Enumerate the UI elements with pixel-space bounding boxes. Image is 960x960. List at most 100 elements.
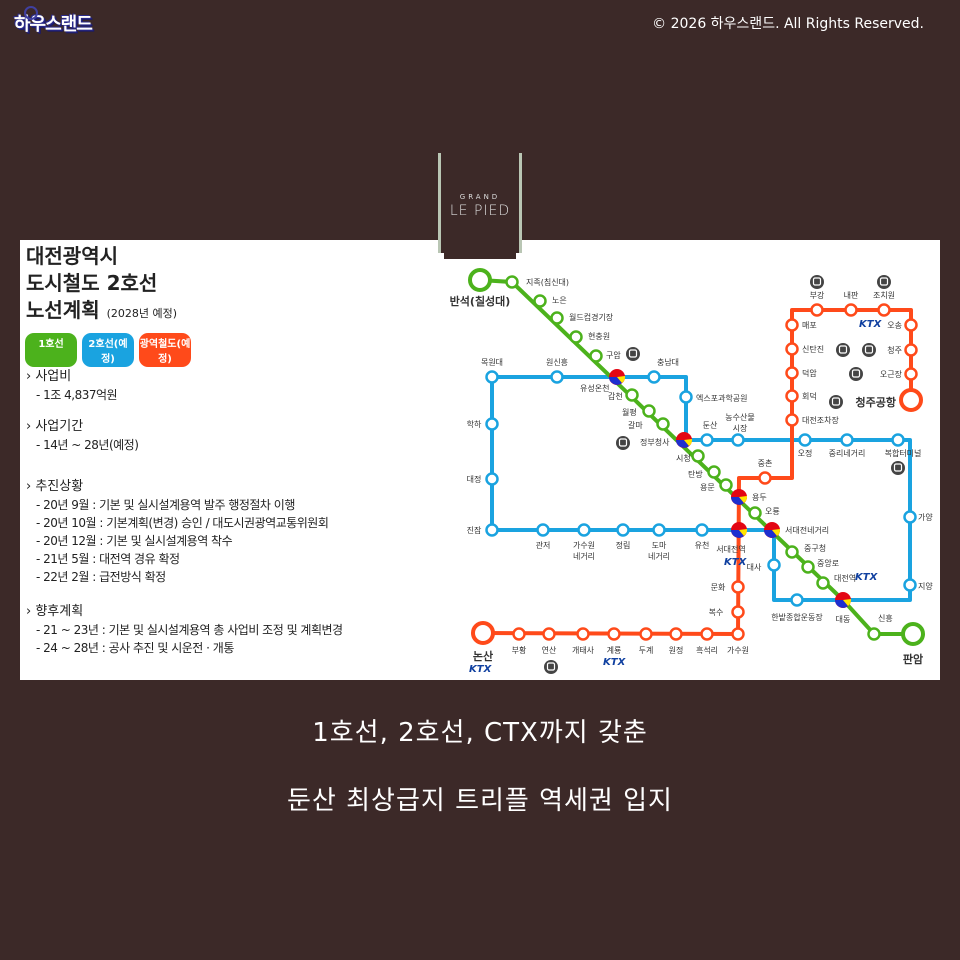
rail-station[interactable]: 중촌 <box>758 459 773 485</box>
station-icon <box>616 523 630 537</box>
section-item: - 14년 ~ 28년(예정) <box>36 438 139 452</box>
station-label: 월드컵경기장 <box>569 312 614 322</box>
station-label: 용문 <box>700 483 715 492</box>
station-icon <box>785 318 799 332</box>
station-label: 두계 <box>639 645 654 655</box>
rail-station[interactable]: 부강 <box>810 290 825 317</box>
station-icon <box>767 558 781 572</box>
line2-station[interactable]: 서대전역 <box>716 522 748 554</box>
rail-station[interactable]: 매포 <box>785 318 817 332</box>
station-label: 한밭종합운동장 <box>771 612 823 622</box>
station-icon <box>903 510 917 524</box>
line1-station[interactable]: 정부청사 <box>640 432 693 448</box>
line2-station[interactable]: 정림 <box>616 523 631 551</box>
terminal-station-icon <box>471 621 495 645</box>
line2-station[interactable]: 복합터미널 <box>885 433 922 459</box>
rail-station[interactable]: 원정 <box>669 627 684 656</box>
line1-station[interactable]: 대동 <box>835 592 852 624</box>
station-icon <box>577 523 591 537</box>
line1-station[interactable]: 서대전네거리 <box>764 522 829 538</box>
bus-glyph <box>838 345 848 354</box>
line1-station[interactable]: 현충원 <box>569 330 611 344</box>
ktx-icon: KTX <box>724 557 748 568</box>
line1-station[interactable]: 중앙로 <box>801 558 840 574</box>
rail-station[interactable]: 내판 <box>844 291 859 317</box>
line1-station[interactable]: 탄방 <box>688 465 721 480</box>
line1-station[interactable]: 시청 <box>676 449 705 464</box>
info-section: › 추진상황- 20년 9월 : 기본 및 실시설계용역 발주 행정절차 이행-… <box>26 478 329 586</box>
site-logo[interactable]: 하우스랜드 <box>14 6 93 36</box>
rail-station[interactable]: 대전조차장 <box>785 413 840 427</box>
rail-station[interactable]: 부황 <box>512 627 527 656</box>
line2-station[interactable]: 대사 <box>747 558 781 573</box>
rail-station[interactable]: 오근장 <box>880 367 918 381</box>
section-heading-text: 사업비 <box>35 369 72 384</box>
rail-station[interactable]: 개태사 <box>572 627 595 656</box>
line1-station[interactable]: 노은 <box>533 294 567 308</box>
line2-station[interactable]: 엑스포과학공원 <box>679 390 748 404</box>
line2-station[interactable]: 충남대 <box>647 358 680 384</box>
station-label: 대정 <box>467 474 482 484</box>
line2-station[interactable]: 오정 <box>798 433 813 459</box>
rail-station[interactable]: 회덕 <box>785 389 817 403</box>
line1-station[interactable]: 반석(칠성대) <box>450 268 511 308</box>
line1-station[interactable]: 용두 <box>731 489 767 505</box>
caption-line-2: 둔산 최상급지 트리플 역세권 입지 <box>287 786 673 816</box>
rail-station[interactable]: 문화 <box>711 580 745 594</box>
station-icon <box>647 370 661 384</box>
section-heading-text: 향후계획 <box>35 604 84 619</box>
rail-station[interactable]: 청주 <box>887 343 918 357</box>
line2-station[interactable]: 지양 <box>903 578 934 592</box>
station-label: 학하 <box>467 419 482 429</box>
station-label: 둔산 <box>703 420 718 430</box>
line1-station[interactable]: 대전역 <box>816 573 857 590</box>
line2-station[interactable]: 원신흥 <box>546 357 568 384</box>
line2-station[interactable]: 한밭종합운동장 <box>771 593 823 623</box>
station-icon <box>904 318 918 332</box>
rail-station[interactable]: 조치원 <box>873 291 895 317</box>
line1-station[interactable]: 월평 <box>622 404 656 418</box>
line1-station[interactable]: 오룡 <box>748 506 780 520</box>
rail-station[interactable]: 연산 <box>542 627 557 656</box>
line1-station[interactable]: 중구청 <box>785 544 827 559</box>
line1-station[interactable]: 판암 <box>901 622 925 666</box>
rail-station[interactable]: 논산 <box>471 621 495 663</box>
rail-station[interactable]: 신탄진 <box>785 342 825 356</box>
line2-station[interactable]: 대정 <box>467 472 499 486</box>
rail-station[interactable]: 흑석리 <box>696 627 718 656</box>
bus-glyph <box>893 463 903 472</box>
rail-station[interactable]: 복수 <box>709 605 745 619</box>
station-label: 매포 <box>802 321 817 330</box>
station-icon <box>700 627 714 641</box>
line1-station[interactable]: 지족(침신대) <box>505 275 570 289</box>
station-label: 청주공항 <box>856 395 896 409</box>
rail-station[interactable]: 오송 <box>887 318 918 332</box>
line1-station[interactable]: 갈마 <box>628 417 670 431</box>
line2-station[interactable]: 둔산 <box>700 420 718 447</box>
line2-station[interactable]: 학하 <box>467 417 499 431</box>
line2-station[interactable]: 목원대 <box>481 358 503 384</box>
rail-station[interactable]: 청주공항 <box>856 388 923 412</box>
station-icon <box>731 433 745 447</box>
line2-station[interactable]: 중리네거리 <box>829 433 866 459</box>
line1-station[interactable]: 갑천 <box>608 388 639 402</box>
line1-station[interactable]: 월드컵경기장 <box>550 311 614 325</box>
line1-station[interactable]: 유성온천 <box>580 369 626 393</box>
station-icon <box>785 366 799 380</box>
line2-station[interactable]: 진잠 <box>467 523 499 537</box>
station-label: 시장 <box>733 423 748 433</box>
rail-station[interactable]: 두계 <box>639 627 654 656</box>
line1-station[interactable]: 신흥 <box>867 613 893 641</box>
line2-station[interactable]: 유천 <box>695 523 710 551</box>
line2-station[interactable]: 관저 <box>536 523 551 551</box>
line2-station[interactable]: 가양 <box>903 510 934 524</box>
line1-station[interactable]: 용문 <box>700 478 733 493</box>
line1-station[interactable]: 구암 <box>589 349 622 363</box>
rail-station[interactable]: 덕암 <box>785 366 818 380</box>
rail-station[interactable]: 계룡 <box>607 627 622 656</box>
rail-station[interactable]: 가수원 <box>727 627 749 656</box>
